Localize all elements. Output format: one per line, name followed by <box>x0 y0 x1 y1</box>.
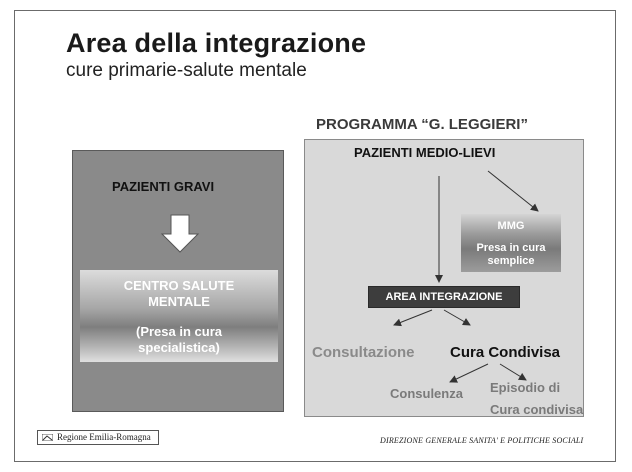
footer-direzione-text: DIREZIONE GENERALE SANITA' E POLITICHE S… <box>380 436 584 445</box>
slide-subtitle: cure primarie-salute mentale <box>66 60 307 81</box>
csm-line-2: MENTALE <box>148 294 210 309</box>
mmg-box: MMG Presa in cura semplice <box>461 214 561 272</box>
programma-title: PROGRAMMA “G. LEGGIERI” <box>316 116 528 133</box>
mmg-line-2: Presa in cura <box>476 242 546 254</box>
centro-salute-mentale-box: CENTRO SALUTE MENTALE (Presa in cura spe… <box>80 270 278 362</box>
cura-condivisa-label: Cura Condivisa <box>450 344 561 361</box>
right-panel <box>304 139 584 417</box>
regione-logo: Regione Emilia-Romagna <box>37 430 159 445</box>
regione-logo-text: Regione Emilia-Romagna <box>57 432 151 442</box>
csm-line-4: specialistica) <box>138 340 220 355</box>
regione-emblem-icon <box>42 434 53 441</box>
episodio-label-line-1: Episodio di <box>490 380 561 395</box>
area-integrazione-box: AREA INTEGRAZIONE <box>368 286 520 308</box>
mmg-line-1: MMG <box>497 220 525 232</box>
mmg-line-3: semplice <box>487 255 535 267</box>
consultazione-label: Consultazione <box>312 344 415 361</box>
pazienti-gravi-label: PAZIENTI GRAVI <box>112 179 215 194</box>
slide-title: Area della integrazione <box>66 28 367 58</box>
consulenza-label: Consulenza <box>390 386 463 401</box>
episodio-label-line-2: Cura condivisa <box>490 402 584 417</box>
down-arrow-icon <box>160 214 200 253</box>
pazienti-medio-lievi-label: PAZIENTI MEDIO-LIEVI <box>354 145 496 160</box>
csm-line-1: CENTRO SALUTE <box>123 278 235 293</box>
csm-line-3: (Presa in cura <box>136 324 222 339</box>
